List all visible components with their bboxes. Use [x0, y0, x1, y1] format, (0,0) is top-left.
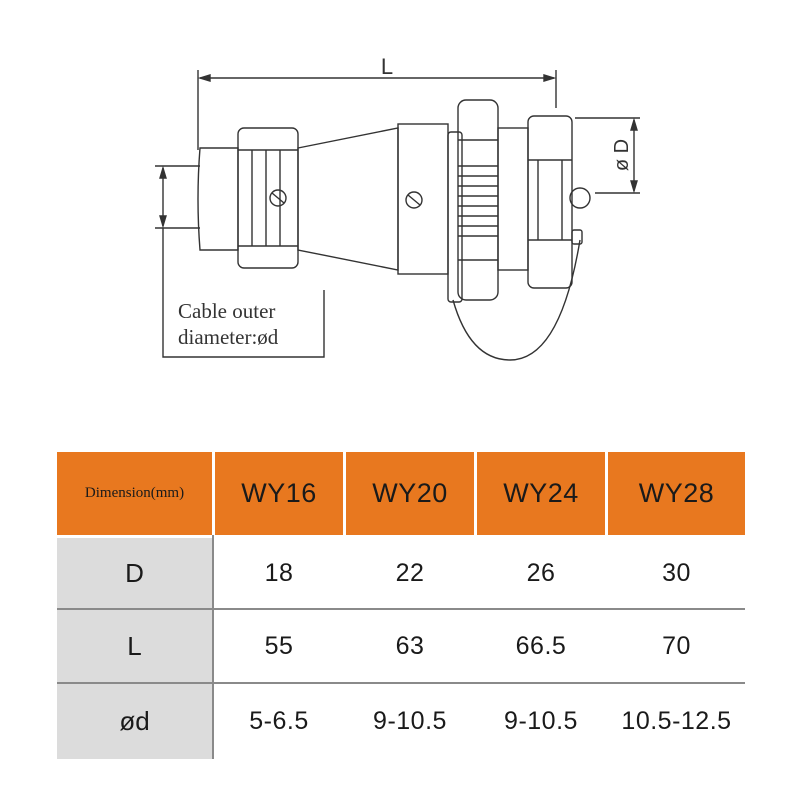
front-socket: [527, 115, 573, 289]
value-d-wy20: 22: [395, 558, 425, 587]
value-d-wy16: 18: [264, 558, 294, 587]
value-cable-wy16: 5-6.5: [249, 707, 309, 735]
row-divider: [57, 682, 745, 684]
dust-cap-pivot-icon: [569, 187, 591, 209]
connector-drawing: L ø D Cable outer diameter:ød: [155, 54, 640, 361]
diameter-label: ø D: [611, 139, 633, 171]
row-divider: [57, 608, 745, 610]
cable-arrow-bottom: [159, 215, 167, 229]
cable-label-line2: diameter:ød: [178, 325, 279, 349]
value-d-wy28: 30: [662, 558, 691, 587]
cable-label-line1: Cable outer: [178, 299, 275, 323]
length-label: L: [381, 54, 393, 79]
header-dimension: Dimension(mm): [57, 452, 212, 535]
column-divider: [212, 535, 214, 759]
cable-leader-line: [162, 228, 325, 358]
value-l-wy20: 63: [395, 631, 425, 660]
value-cable-wy28: 10.5-12.5: [621, 707, 732, 735]
rear-clamp-nut: [237, 127, 299, 269]
length-arrow-right: [543, 74, 557, 82]
cable-arrow-top: [159, 165, 167, 179]
header-model-2: WY20: [346, 452, 474, 535]
knurl-lines: [458, 165, 498, 237]
value-cable-wy24: 9-10.5: [504, 707, 578, 735]
value-l-wy24: 66.5: [515, 631, 567, 660]
row-label-d: D: [57, 538, 212, 608]
header-model-1: WY16: [215, 452, 343, 535]
coupling-nut: [457, 99, 499, 301]
header-model-4: WY28: [608, 452, 745, 535]
rear-screw-icon: [269, 189, 287, 207]
cable-sleeve: [197, 147, 239, 251]
dimension-table: Dimension(mm) WY16 WY20 WY24 WY28 D L ød…: [57, 452, 745, 759]
dust-cap-tether: [452, 239, 581, 361]
diameter-arrow-bottom: [630, 180, 638, 194]
length-arrow-left: [197, 74, 211, 82]
body-screw-icon: [405, 191, 423, 209]
header-model-3: WY24: [477, 452, 605, 535]
diameter-arrow-top: [630, 117, 638, 131]
connector-neck: [497, 127, 529, 271]
row-label-l: L: [57, 610, 212, 682]
coupling-ring: [447, 131, 463, 303]
value-cable-wy20: 9-10.5: [373, 707, 447, 735]
value-l-wy28: 70: [662, 631, 691, 660]
value-d-wy24: 26: [526, 558, 556, 587]
value-l-wy16: 55: [264, 631, 294, 660]
tapered-body: [297, 127, 399, 271]
row-label-cable-d: ød: [57, 684, 212, 759]
